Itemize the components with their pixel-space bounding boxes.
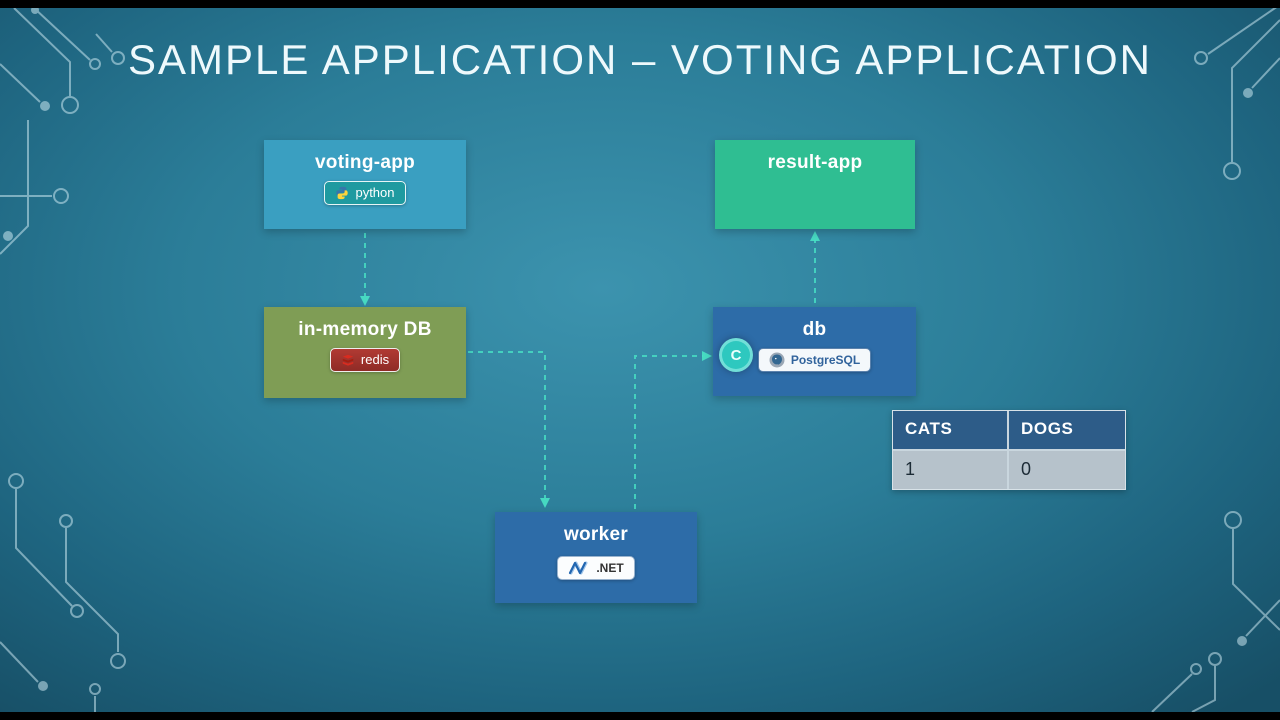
table-header-cats: CATS [893, 411, 1009, 449]
postgresql-badge-label: PostgreSQL [790, 353, 861, 367]
vote-table-data-row: 1 0 [893, 451, 1125, 489]
node-worker: worker .NET [495, 512, 697, 603]
dotnet-badge-label: .NET [596, 561, 624, 575]
python-badge-label: python [355, 185, 395, 200]
postgresql-badge: PostgreSQL [757, 348, 872, 372]
click-indicator: C [719, 338, 753, 372]
letterbox-top [0, 0, 1280, 8]
table-cell-cats: 1 [893, 451, 1009, 489]
letterbox-bottom [0, 712, 1280, 720]
node-worker-label: worker [563, 524, 629, 545]
dotnet-badge: .NET [557, 556, 635, 580]
redis-badge-label: redis [360, 352, 390, 367]
node-db-label: db [802, 319, 827, 340]
table-cell-dogs: 0 [1009, 451, 1125, 489]
node-in-memory-db-label: in-memory DB [298, 319, 432, 340]
node-voting-app: voting-app python [264, 140, 466, 229]
table-header-dogs: DOGS [1009, 411, 1125, 449]
node-in-memory-db: in-memory DB redis [264, 307, 466, 398]
postgresql-icon [769, 352, 785, 368]
vote-table: CATS DOGS 1 0 [892, 410, 1126, 490]
redis-badge: redis [329, 348, 401, 372]
redis-icon [341, 353, 355, 367]
vote-table-header-row: CATS DOGS [893, 411, 1125, 451]
node-result-app-label: result-app [767, 152, 863, 173]
node-voting-app-label: voting-app [314, 152, 416, 173]
node-result-app: result-app [715, 140, 915, 229]
python-badge: python [324, 181, 406, 205]
slide-title: SAMPLE APPLICATION – VOTING APPLICATION [127, 36, 1153, 83]
python-icon [335, 186, 349, 200]
node-db: db PostgreSQL [713, 307, 916, 396]
dotnet-icon [568, 561, 590, 575]
